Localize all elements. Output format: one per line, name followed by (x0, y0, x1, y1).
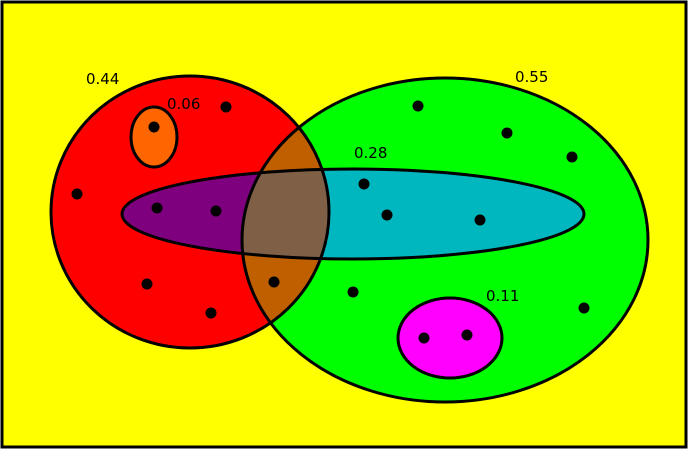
right-set-outline (240, 76, 650, 404)
left-set-outline (49, 74, 331, 350)
small-right-set (396, 296, 504, 380)
dot (148, 121, 160, 133)
dot (461, 329, 473, 341)
dot (268, 276, 280, 288)
dot (381, 209, 393, 221)
dot (566, 151, 578, 163)
ellipse-set-label: 0.28 (354, 144, 387, 162)
dot (347, 286, 359, 298)
dot (205, 307, 217, 319)
dot (71, 188, 83, 200)
data-points (71, 100, 590, 344)
small-right-set-label: 0.11 (486, 287, 519, 305)
right-set-label: 0.55 (515, 68, 548, 86)
dot (474, 214, 486, 226)
dot (220, 101, 232, 113)
ellipse-set-outline (120, 167, 586, 261)
dot (501, 127, 513, 139)
dot (418, 332, 430, 344)
small-left-set (129, 105, 179, 169)
dot (141, 278, 153, 290)
dot (210, 205, 222, 217)
dot (412, 100, 424, 112)
left-ellipse-overlap (122, 169, 329, 259)
dot (578, 302, 590, 314)
small-left-set-label: 0.06 (167, 95, 200, 113)
dot (151, 202, 163, 214)
dot (358, 178, 370, 190)
left-set-label: 0.44 (86, 70, 119, 88)
